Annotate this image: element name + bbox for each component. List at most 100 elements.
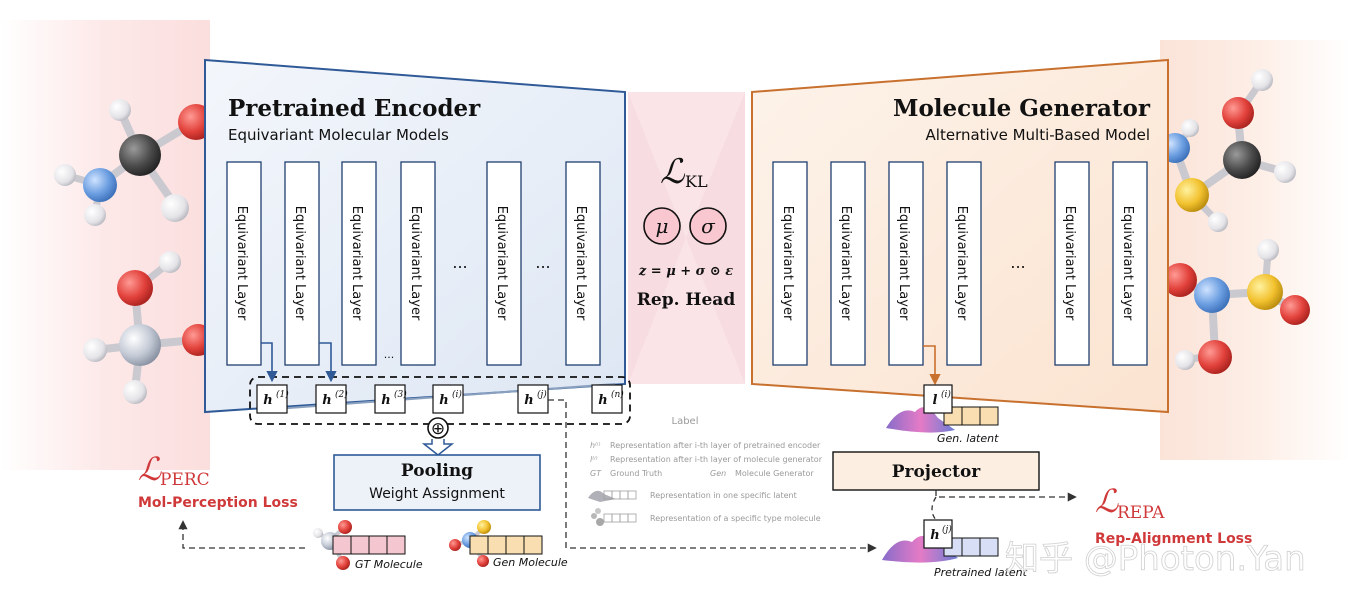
sigma-node bbox=[689, 207, 727, 245]
projector-box bbox=[832, 451, 1040, 491]
generator-layer-label: Equivariant Layer bbox=[1120, 206, 1135, 321]
legend-text-latent: Representation in one specific latent bbox=[650, 491, 797, 500]
pretrained-latent-caption: Pretrained latent bbox=[934, 566, 1028, 579]
arrow-layer3-to-latent bbox=[923, 345, 941, 386]
encoder-layer-label: Equivariant Layer bbox=[234, 206, 249, 321]
rep-head: ℒ KL μ σ z = μ + σ ⊙ ε Rep. Head bbox=[637, 152, 736, 310]
arrow-hj-to-pretrained-latent bbox=[548, 399, 877, 553]
generator-layer-3: Equivariant Layer bbox=[888, 161, 924, 366]
hidden-states: h (1) h (2) h (3) h (i) h (j) h (n) bbox=[256, 384, 624, 414]
hidden-state-n: h (n) bbox=[591, 384, 624, 414]
pooling-box bbox=[333, 454, 541, 511]
sigma-label: σ bbox=[701, 214, 716, 238]
reparam-formula: z = μ + σ ⊙ ε bbox=[638, 264, 733, 279]
repa-loss-subscript: REPA bbox=[1117, 503, 1165, 523]
generator-layer-label: Equivariant Layer bbox=[954, 206, 969, 321]
rep-head-highlight-bottom bbox=[628, 238, 745, 384]
projector-to-latent-link bbox=[931, 496, 937, 521]
encoder-layer-6: Equivariant Layer bbox=[565, 161, 601, 366]
encoder-subtitle: Equivariant Molecular Models bbox=[228, 126, 449, 144]
gt-molecule-caption: GT Molecule bbox=[355, 558, 423, 571]
generator-layers: Equivariant Layer Equivariant Layer Equi… bbox=[772, 161, 1148, 366]
hidden-state-base: h bbox=[381, 393, 390, 408]
encoder-layer-label: Equivariant Layer bbox=[349, 206, 364, 321]
hidden-state-base: h bbox=[439, 393, 448, 408]
hidden-state-sup: (2) bbox=[335, 389, 348, 400]
gen-molecule: Gen Molecule bbox=[449, 520, 568, 569]
hidden-state-base: h bbox=[322, 393, 331, 408]
encoder-layer-2: Equivariant Layer bbox=[284, 161, 320, 366]
hidden-state-base: h bbox=[263, 393, 272, 408]
projector-title: Projector bbox=[892, 462, 982, 482]
encoder-layers: Equivariant Layer Equivariant Layer Equi… bbox=[226, 161, 601, 366]
kl-loss-symbol: ℒ bbox=[660, 152, 686, 192]
arrow-layer1-to-h1 bbox=[261, 342, 278, 383]
generator-layer-5: Equivariant Layer bbox=[1054, 161, 1090, 366]
legend-title: Label bbox=[672, 416, 699, 427]
pretrained-latent: h (j) Pretrained latent bbox=[882, 519, 1028, 579]
aggregate-plus: ⊕ bbox=[431, 419, 445, 439]
encoder-title: Pretrained Encoder bbox=[228, 95, 481, 122]
legend-symbol-gen: Gen bbox=[710, 469, 726, 478]
encoder-layer-label: Equivariant Layer bbox=[408, 206, 423, 321]
perc-loss-caption: Mol-Perception Loss bbox=[138, 495, 298, 511]
generator-layer-label: Equivariant Layer bbox=[896, 206, 911, 321]
generator-layer-2: Equivariant Layer bbox=[830, 161, 866, 366]
encoder-ellipsis-1: ... bbox=[452, 253, 467, 272]
generator-layer-label: Equivariant Layer bbox=[1062, 206, 1077, 321]
gt-molecule: GT Molecule bbox=[313, 520, 423, 571]
generator-ellipsis: ... bbox=[1010, 253, 1025, 272]
arrow-projector-to-repa bbox=[935, 490, 1077, 502]
rep-head-title: Rep. Head bbox=[637, 290, 736, 310]
encoder-layer-label: Equivariant Layer bbox=[292, 206, 307, 321]
encoder-ellipsis-2: ... bbox=[535, 253, 550, 272]
hidden-state-3: h (3) bbox=[374, 384, 407, 414]
legend-text-l: Representation after i-th layer of molec… bbox=[610, 455, 823, 464]
legend: Label h⁽ⁱ⁾ Representation after i-th lay… bbox=[588, 416, 823, 526]
hidden-state-1: h (1) bbox=[256, 384, 289, 414]
rep-head-highlight-top bbox=[628, 92, 745, 238]
repa-loss-caption: Rep-Alignment Loss bbox=[1095, 531, 1252, 547]
hidden-state-sup: (n) bbox=[611, 389, 624, 400]
repa-loss-symbol: ℒ bbox=[1095, 482, 1119, 520]
encoder-layer-3: Equivariant Layer bbox=[341, 161, 377, 366]
arrow-layer2-to-h2 bbox=[319, 342, 337, 383]
encoder-small-ellipsis: ... bbox=[384, 348, 395, 361]
gen-latent: l (i) Gen. latent bbox=[886, 384, 999, 445]
hidden-state-sup: (j) bbox=[537, 389, 547, 400]
legend-symbol-h: h⁽ⁱ⁾ bbox=[590, 441, 600, 450]
pretrained-latent-base: h bbox=[930, 528, 939, 543]
arrow-to-perc-loss bbox=[178, 520, 305, 549]
hidden-state-base: h bbox=[524, 393, 533, 408]
gen-latent-base: l bbox=[933, 393, 938, 408]
encoder-layer-label: Equivariant Layer bbox=[573, 206, 588, 321]
generator-layer-1: Equivariant Layer bbox=[772, 161, 808, 366]
perc-loss-symbol: ℒ bbox=[138, 450, 162, 488]
hidden-state-2: h (2) bbox=[315, 384, 348, 414]
mu-node bbox=[643, 207, 681, 245]
gen-molecule-caption: Gen Molecule bbox=[493, 556, 568, 569]
mu-label: μ bbox=[656, 214, 669, 238]
generator-title: Molecule Generator bbox=[893, 95, 1151, 122]
generator-subtitle: Alternative Multi-Based Model bbox=[926, 126, 1150, 144]
legend-text-h: Representation after i-th layer of pretr… bbox=[610, 441, 821, 450]
legend-text-gt: Ground Truth bbox=[610, 469, 662, 478]
hidden-state-j: h (j) bbox=[517, 384, 549, 414]
kl-loss-subscript: KL bbox=[685, 172, 708, 191]
pretrained-latent-sup: (j) bbox=[942, 524, 952, 535]
encoder-layer-1: Equivariant Layer bbox=[226, 161, 262, 366]
hidden-state-base: h bbox=[598, 393, 607, 408]
encoder-layer-label: Equivariant Layer bbox=[494, 206, 509, 321]
legend-symbol-l: l⁽ⁱ⁾ bbox=[590, 455, 598, 464]
encoder-layer-4: Equivariant Layer bbox=[400, 161, 436, 366]
generator-layer-4: Equivariant Layer bbox=[946, 161, 982, 366]
pooling-down-arrow bbox=[421, 439, 455, 456]
hidden-state-sup: (1) bbox=[276, 389, 289, 400]
legend-molecule-icon bbox=[591, 508, 637, 526]
perc-loss-subscript: PERC bbox=[160, 470, 210, 490]
right-molecule-bottom bbox=[1163, 239, 1310, 374]
hidden-state-i: h (i) bbox=[432, 384, 464, 414]
left-background-fade bbox=[0, 20, 210, 470]
